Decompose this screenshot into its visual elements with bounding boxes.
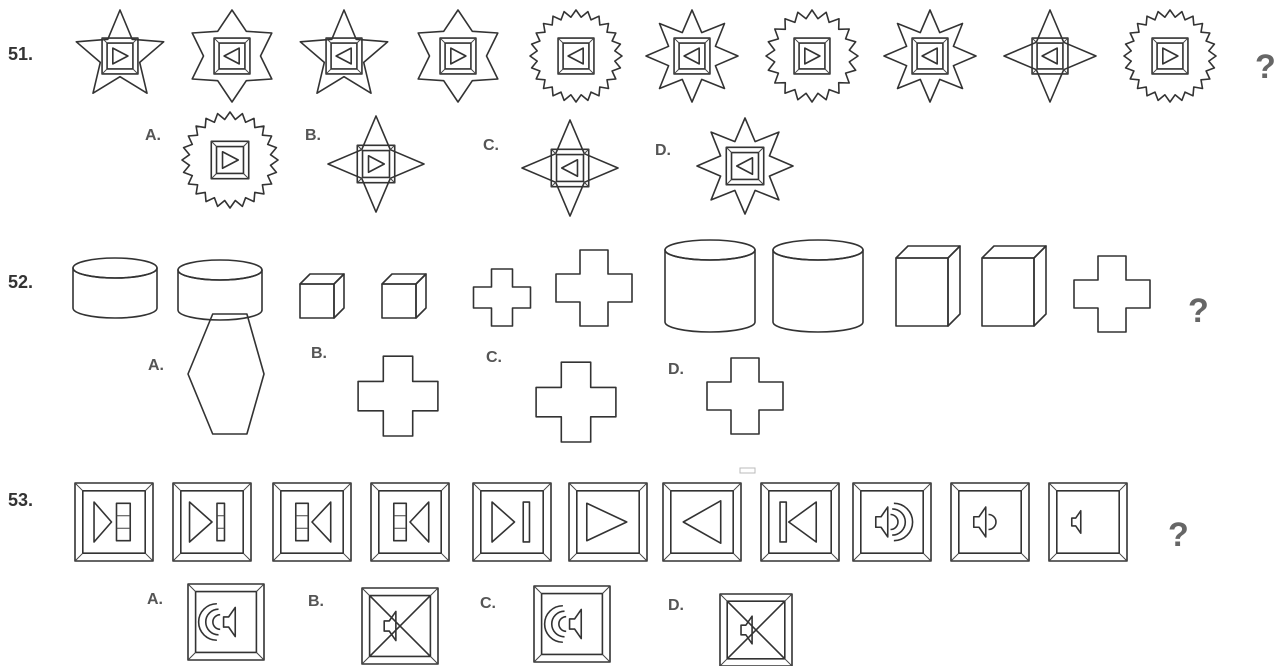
question-51: 51. ? A. B. C. D. (8, 10, 1276, 216)
sequence-figure-4 (371, 483, 449, 561)
sequence-figure-6 (646, 10, 738, 102)
option-label-a[interactable]: A. (145, 127, 161, 144)
sequence-figure-1 (76, 10, 163, 93)
sequence-figure-7 (663, 483, 741, 561)
question-number: 51. (8, 44, 33, 64)
question-mark: ? (1188, 292, 1209, 330)
option-figure-b[interactable] (362, 588, 438, 664)
sequence-figure-8 (884, 10, 976, 102)
sequence-figure-6 (569, 483, 647, 561)
option-label-b[interactable]: B. (308, 593, 324, 610)
option-figure-a[interactable] (188, 314, 264, 434)
scan-mark (740, 468, 755, 473)
option-figure-d[interactable] (697, 118, 793, 214)
option-label-c[interactable]: C. (486, 349, 502, 366)
sequence-figure-11 (1074, 256, 1150, 332)
sequence-figure-4 (382, 274, 426, 318)
sequence-figure-3 (273, 483, 351, 561)
sequence-figure-6 (556, 250, 632, 326)
sequence-figure-4 (418, 10, 498, 102)
sequence-figure-7 (665, 240, 755, 332)
option-label-b[interactable]: B. (311, 345, 327, 362)
sequence-figure-3 (300, 274, 344, 318)
question-52: 52. ? A. B. C. D. (8, 240, 1209, 442)
sequence-figure-8 (773, 240, 863, 332)
option-figure-d[interactable] (720, 594, 792, 666)
option-label-b[interactable]: B. (305, 127, 321, 144)
sequence-figure-5 (530, 10, 622, 102)
sequence-figure-2 (192, 10, 272, 102)
option-figure-d[interactable] (707, 358, 783, 434)
answer-options (188, 314, 783, 442)
option-figure-a[interactable] (188, 584, 264, 660)
sequence-figure-11 (1049, 483, 1127, 561)
option-label-a[interactable]: A. (147, 591, 163, 608)
option-label-a[interactable]: A. (148, 357, 164, 374)
sequence-figure-5 (473, 483, 551, 561)
question-number: 52. (8, 272, 33, 292)
option-label-c[interactable]: C. (480, 595, 496, 612)
sequence-figure-2 (178, 260, 262, 320)
sequence-figure-1 (73, 258, 157, 318)
sequence-figure-7 (766, 10, 858, 102)
sequence-figure-10 (951, 483, 1029, 561)
sequence-figure-5 (474, 269, 531, 326)
option-label-d[interactable]: D. (668, 361, 684, 378)
option-figure-c[interactable] (534, 586, 610, 662)
figure-sequence (75, 483, 1127, 561)
sequence-figure-3 (300, 10, 387, 93)
question-53: 53. ? A. B. C. D. (8, 483, 1189, 666)
question-number: 53. (8, 490, 33, 510)
question-mark: ? (1255, 48, 1276, 86)
figure-sequence (76, 10, 1216, 102)
option-figure-c[interactable] (536, 362, 616, 442)
sequence-figure-2 (173, 483, 251, 561)
option-figure-b[interactable] (328, 116, 424, 212)
sequence-figure-9 (853, 483, 931, 561)
option-figure-c[interactable] (522, 120, 618, 216)
option-label-c[interactable]: C. (483, 137, 499, 154)
answer-options (182, 112, 793, 216)
sequence-figure-10 (1124, 10, 1216, 102)
option-figure-b[interactable] (358, 356, 438, 436)
sequence-figure-9 (1004, 10, 1096, 102)
sequence-figure-1 (75, 483, 153, 561)
sequence-figure-9 (896, 246, 960, 326)
sequence-figure-10 (982, 246, 1046, 326)
option-figure-a[interactable] (182, 112, 278, 208)
question-mark: ? (1168, 516, 1189, 554)
sequence-figure-8 (761, 483, 839, 561)
option-label-d[interactable]: D. (655, 142, 671, 159)
figure-sequence (73, 240, 1150, 332)
option-label-d[interactable]: D. (668, 597, 684, 614)
